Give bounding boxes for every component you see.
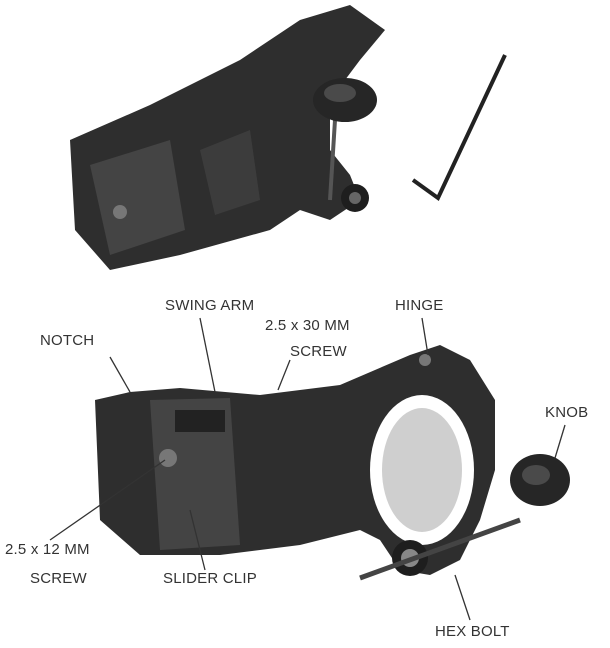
knob-top bbox=[313, 78, 377, 201]
label-knob: KNOB bbox=[545, 404, 589, 421]
label-swing-arm: SWING ARM bbox=[165, 297, 255, 314]
hex-key-icon bbox=[411, 54, 507, 202]
label-screw-30-word: SCREW bbox=[290, 343, 347, 360]
knob-bottom bbox=[510, 454, 570, 506]
label-slider-clip: SLIDER CLIP bbox=[163, 570, 257, 587]
label-hex-bolt: HEX BOLT bbox=[435, 623, 510, 640]
label-screw-12-word: SCREW bbox=[30, 570, 87, 587]
leader-lines bbox=[49, 317, 566, 621]
label-screw-30-size: 2.5 x 30 MM bbox=[265, 317, 350, 334]
label-screw-12-size: 2.5 x 12 MM bbox=[5, 541, 90, 558]
label-notch: NOTCH bbox=[40, 332, 95, 349]
label-hinge: HINGE bbox=[395, 297, 444, 314]
mount-top-view bbox=[70, 5, 385, 270]
mount-assembled bbox=[95, 345, 521, 581]
